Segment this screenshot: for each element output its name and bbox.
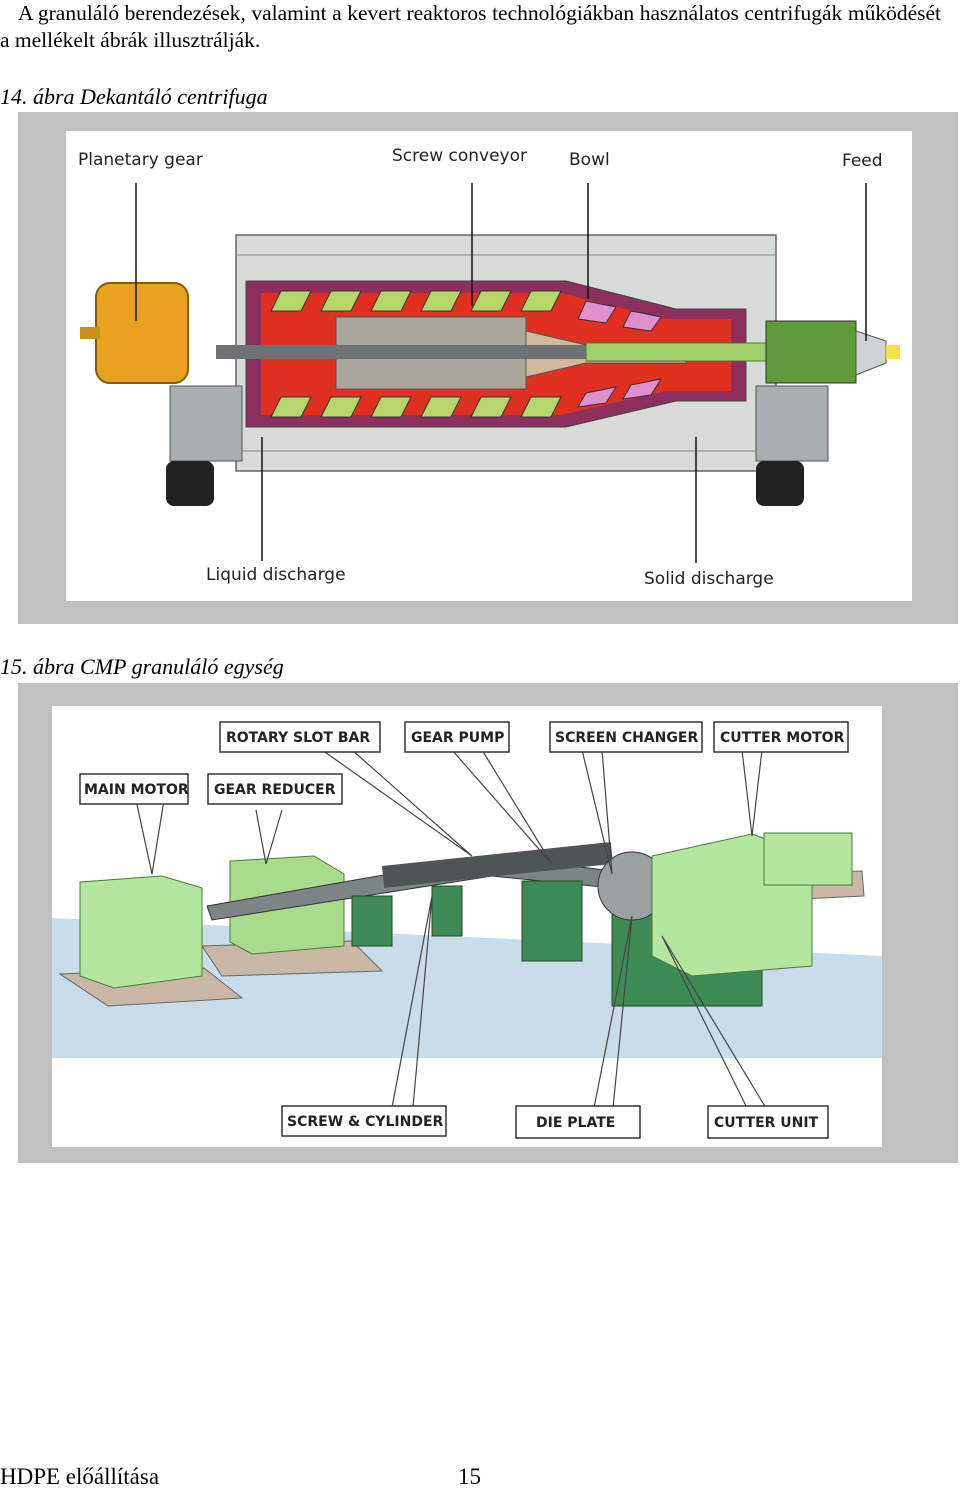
label-screen-changer: SCREEN CHANGER xyxy=(555,730,698,746)
label-cutter-unit: CUTTER UNIT xyxy=(714,1115,819,1131)
label-solid-discharge: Solid discharge xyxy=(644,569,774,589)
label-cutter-motor: CUTTER MOTOR xyxy=(720,730,845,746)
page-number: 15 xyxy=(458,1464,481,1489)
figure-14-caption: 14. ábra Dekantáló centrifuga xyxy=(0,84,268,109)
decanter-centrifuge-diagram: Planetary gear Screw conveyor Bowl Feed … xyxy=(66,131,912,601)
figure-15-caption: 15. ábra CMP granuláló egység xyxy=(0,654,284,679)
label-screw-conveyor: Screw conveyor xyxy=(392,146,527,166)
label-screw-cylinder: SCREW & CYLINDER xyxy=(287,1114,444,1130)
figure-15-frame: ROTARY SLOT BAR GEAR PUMP SCREEN CHANGER… xyxy=(18,683,958,1163)
label-gear-reducer: GEAR REDUCER xyxy=(214,782,336,798)
label-gear-pump: GEAR PUMP xyxy=(411,730,504,746)
intro-paragraph: A granuláló berendezések, valamint a kev… xyxy=(0,0,941,54)
label-bowl: Bowl xyxy=(569,150,610,170)
label-planetary-gear: Planetary gear xyxy=(78,150,203,170)
label-liquid-discharge: Liquid discharge xyxy=(206,565,346,585)
granulator-unit-diagram: ROTARY SLOT BAR GEAR PUMP SCREEN CHANGER… xyxy=(52,706,882,1147)
label-feed: Feed xyxy=(842,151,883,171)
label-die-plate: DIE PLATE xyxy=(536,1115,615,1131)
label-rotary-slot-bar: ROTARY SLOT BAR xyxy=(226,730,370,746)
intro-text: A granuláló berendezések, valamint a kev… xyxy=(0,1,941,52)
figure-14-frame: Planetary gear Screw conveyor Bowl Feed … xyxy=(18,112,958,624)
label-main-motor: MAIN MOTOR xyxy=(84,782,189,798)
footer-title: HDPE előállítása xyxy=(0,1464,160,1489)
